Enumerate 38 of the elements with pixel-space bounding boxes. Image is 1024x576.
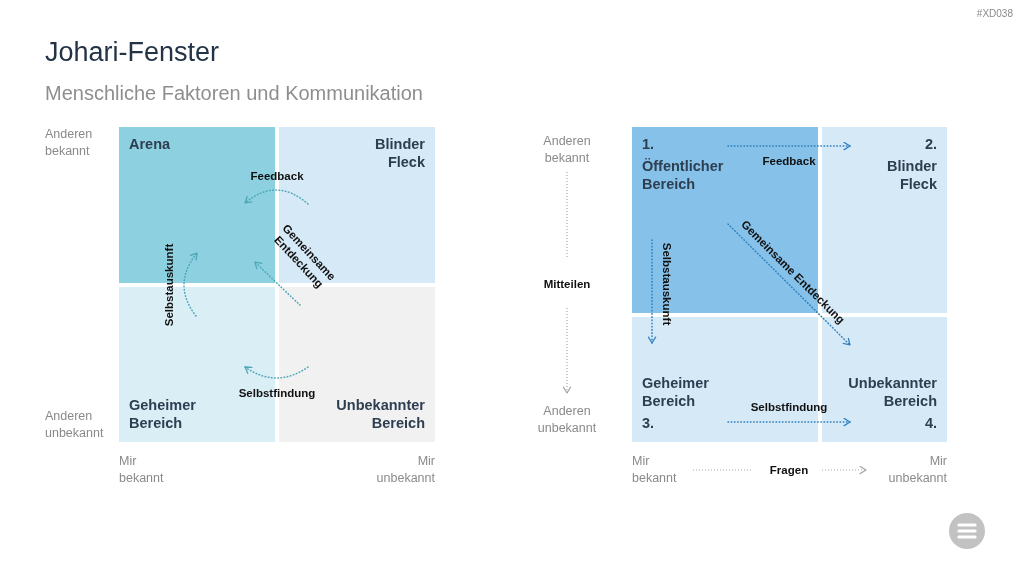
axis-label: Mir bekannt <box>632 453 677 487</box>
quadrant-number: 2. <box>924 135 937 153</box>
axis-label: Anderen bekannt <box>543 133 591 167</box>
arrow <box>727 417 851 427</box>
arrow <box>647 239 657 344</box>
axis-label: Anderen unbekannt <box>45 408 104 442</box>
axis-label: Mir unbekannt <box>376 453 435 487</box>
edge-label: Feedback <box>250 169 304 183</box>
arrow <box>244 366 309 379</box>
arrow <box>727 141 851 151</box>
edge-label: Selbstauskunft <box>162 243 176 327</box>
arrow <box>727 223 851 346</box>
axis-label: Anderen unbekannt <box>537 403 597 437</box>
axis-title: Mitteilen <box>543 277 591 291</box>
slide-code: #XD038 <box>976 8 1013 20</box>
title: Johari-Fenster <box>45 36 220 68</box>
quadrant-number: 3. <box>642 414 655 432</box>
quadrant-title: Öffentlicher Bereich <box>642 157 724 193</box>
edge-label: Selbstfindung <box>750 400 828 414</box>
axis-title: Fragen <box>769 463 809 477</box>
quadrant-title: Geheimer Bereich <box>642 374 709 410</box>
quadrant-title: Blinder Fleck <box>887 157 937 193</box>
edge-label: Selbstfindung <box>238 386 316 400</box>
subtitle: Menschliche Faktoren und Kommunikation <box>45 81 423 105</box>
quadrant-title: Geheimer Bereich <box>129 396 196 432</box>
axis-label: Mir bekannt <box>119 453 164 487</box>
quadrant-title: Unbekannter Bereich <box>848 374 937 410</box>
quadrant-title: Arena <box>129 135 171 153</box>
arrow <box>244 189 309 205</box>
quadrant-number: 4. <box>924 414 937 432</box>
arrow <box>183 252 198 317</box>
quadrant-title: Unbekannter Bereich <box>336 396 425 432</box>
edge-label: Selbstauskunft <box>660 242 674 326</box>
quadrant-number: 1. <box>642 135 655 153</box>
axis-label: Anderen bekannt <box>45 126 93 160</box>
axis-label: Mir unbekannt <box>888 453 947 487</box>
quadrant-title: Blinder Fleck <box>375 135 425 171</box>
edge-label: Feedback <box>762 154 816 168</box>
